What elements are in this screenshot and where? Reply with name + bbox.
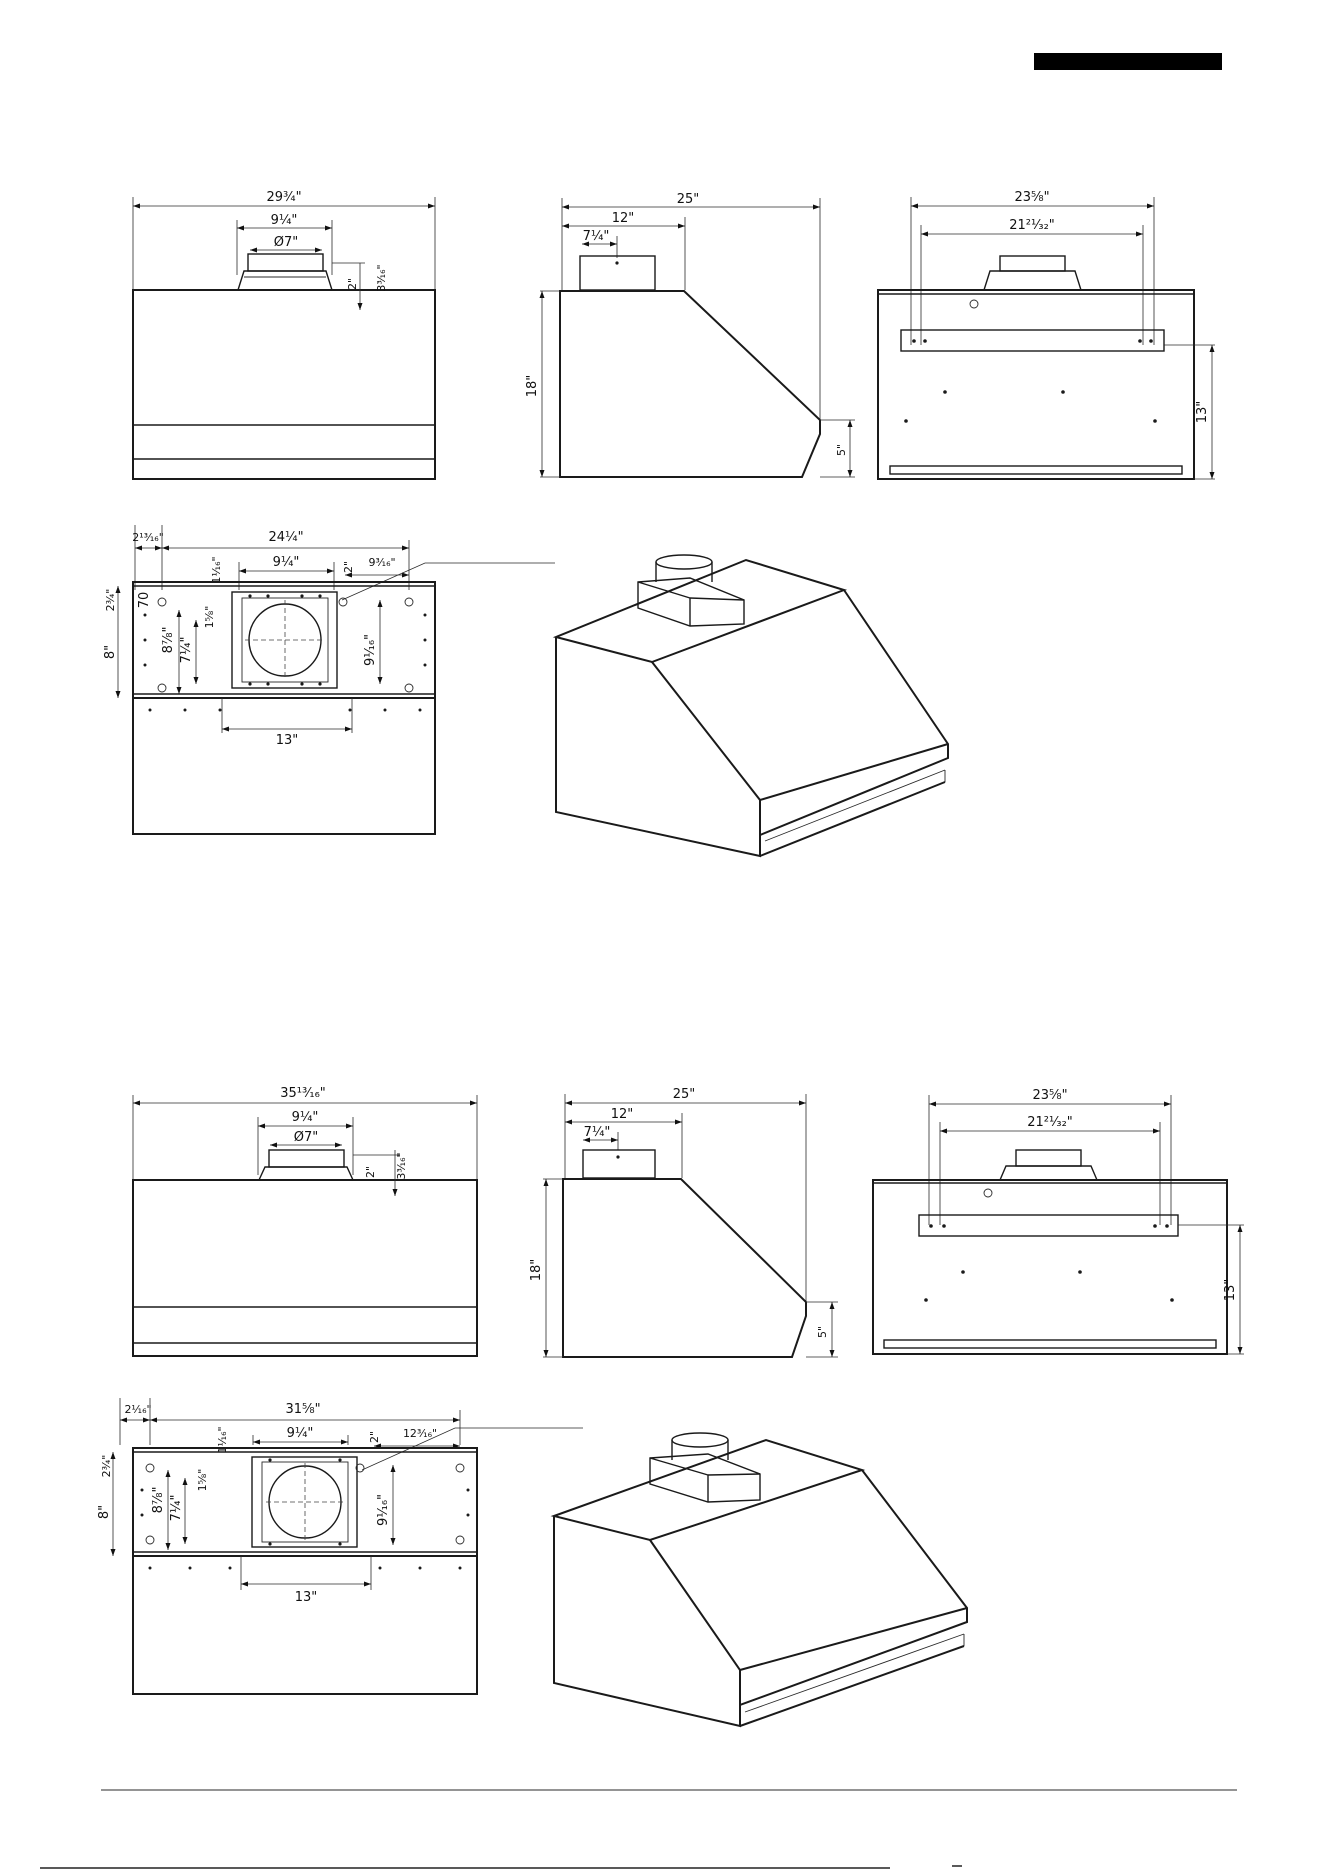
inner-width-label: 21²¹⁄₃₂" — [1027, 1115, 1073, 1130]
depth-d-label: 9¹⁄₁₆" — [363, 634, 378, 666]
model-a-side-view: 25" 12" 7¼" 18" 5" — [525, 192, 855, 477]
overall-width-label: 35¹³⁄₁₆" — [280, 1086, 326, 1101]
model-b-top-view: 2¹⁄₁₆" 31⅝" 9¼" 2" 12³⁄₁₆" 1¹⁄₁₆" — [97, 1398, 583, 1694]
duct-diameter-label: Ø7" — [294, 1130, 318, 1145]
front-lip-label: 5" — [816, 1326, 829, 1338]
side-height-label: 18" — [525, 375, 540, 398]
outer-width-label: 23⅝" — [1014, 190, 1049, 205]
model-b-side-view: 25" 12" 7¼" 18" 5" — [529, 1087, 838, 1357]
collar-gap-label: 2" — [368, 1431, 381, 1443]
top-collar-width-label: 9¼" — [273, 555, 300, 570]
depth-c-label: 1⅝" — [196, 1469, 209, 1492]
side-depth-label: 25" — [677, 192, 700, 207]
collar-height-label: 2" — [346, 278, 359, 290]
side-offset-label: 2¹⁄₁₆" — [124, 1403, 151, 1416]
collar-gap-label: 2" — [342, 561, 355, 573]
side-offset-label: 2¹³⁄₁₆" — [132, 531, 164, 544]
rear-span-label: 13" — [295, 1590, 318, 1605]
model-b-back-view: 23⅝" 21²¹⁄₃₂" 13" — [873, 1088, 1244, 1354]
header-bar — [1034, 53, 1222, 70]
depth-b-label: 7¼" — [169, 1495, 184, 1522]
front-offset-label: 2¾" — [104, 589, 117, 612]
collar-width-label: 9¼" — [292, 1110, 319, 1125]
outer-width-label: 23⅝" — [1032, 1088, 1067, 1103]
right-offset-label: 9³⁄₁₆" — [368, 556, 395, 569]
model-a-isometric-view — [556, 555, 948, 856]
depth-d-label: 9¹⁄₁₆" — [376, 1494, 391, 1526]
top-collar-width-label: 9¼" — [287, 1426, 314, 1441]
model-a-back-view: 23⅝" 21²¹⁄₃₂" 13" — [878, 190, 1215, 479]
model-a-top-view: 2¹³⁄₁₆" 24¼" 9¼" 2" 9³⁄₁₆" 1¹⁄₁₆" — [103, 525, 555, 834]
front-lip-label: 5" — [835, 444, 848, 456]
collar-top-label: 3³⁄₁₆" — [395, 1152, 408, 1179]
rail-height-label: 13" — [1223, 1279, 1238, 1302]
collar-center-label: 7¼" — [583, 229, 610, 244]
model-a-front-view: 29¾" 9¼" Ø7" 2" 3³⁄₁₆" — [133, 190, 435, 479]
small-offset-label: 1¹⁄₁₆" — [210, 556, 223, 583]
collar-offset-label: 12" — [611, 1107, 634, 1122]
collar-top-label: 3³⁄₁₆" — [375, 264, 388, 291]
rear-depth-label: 8" — [103, 645, 118, 659]
model-b-isometric-view — [554, 1433, 967, 1726]
hole-span-label: 24¼" — [268, 530, 303, 545]
inner-width-label: 21²¹⁄₃₂" — [1009, 218, 1055, 233]
duct-diameter-label: Ø7" — [274, 235, 298, 250]
collar-height-label: 2" — [364, 1166, 377, 1178]
model-b-front-view: 35¹³⁄₁₆" 9¼" Ø7" 2" 3³⁄₁₆" — [133, 1086, 477, 1356]
rear-depth-label: 8" — [97, 1505, 112, 1519]
rear-span-label: 13" — [276, 733, 299, 748]
front-offset-label: 2¾" — [100, 1455, 113, 1478]
label-70: 70 — [137, 592, 152, 609]
rail-height-label: 13" — [1195, 401, 1210, 424]
depth-a-label: 8⅞" — [151, 1487, 166, 1514]
overall-width-label: 29¾" — [266, 190, 301, 205]
collar-offset-label: 12" — [612, 211, 635, 226]
side-height-label: 18" — [529, 1259, 544, 1282]
collar-width-label: 9¼" — [271, 213, 298, 228]
side-depth-label: 25" — [673, 1087, 696, 1102]
depth-b-label: 7¼" — [179, 637, 194, 664]
depth-a-label: 8⅞" — [161, 627, 176, 654]
hole-span-label: 31⅝" — [285, 1402, 320, 1417]
depth-c-label: 1⅝" — [203, 606, 216, 629]
small-offset-label: 1¹⁄₁₆" — [216, 1426, 229, 1453]
collar-center-label: 7¼" — [584, 1125, 611, 1140]
